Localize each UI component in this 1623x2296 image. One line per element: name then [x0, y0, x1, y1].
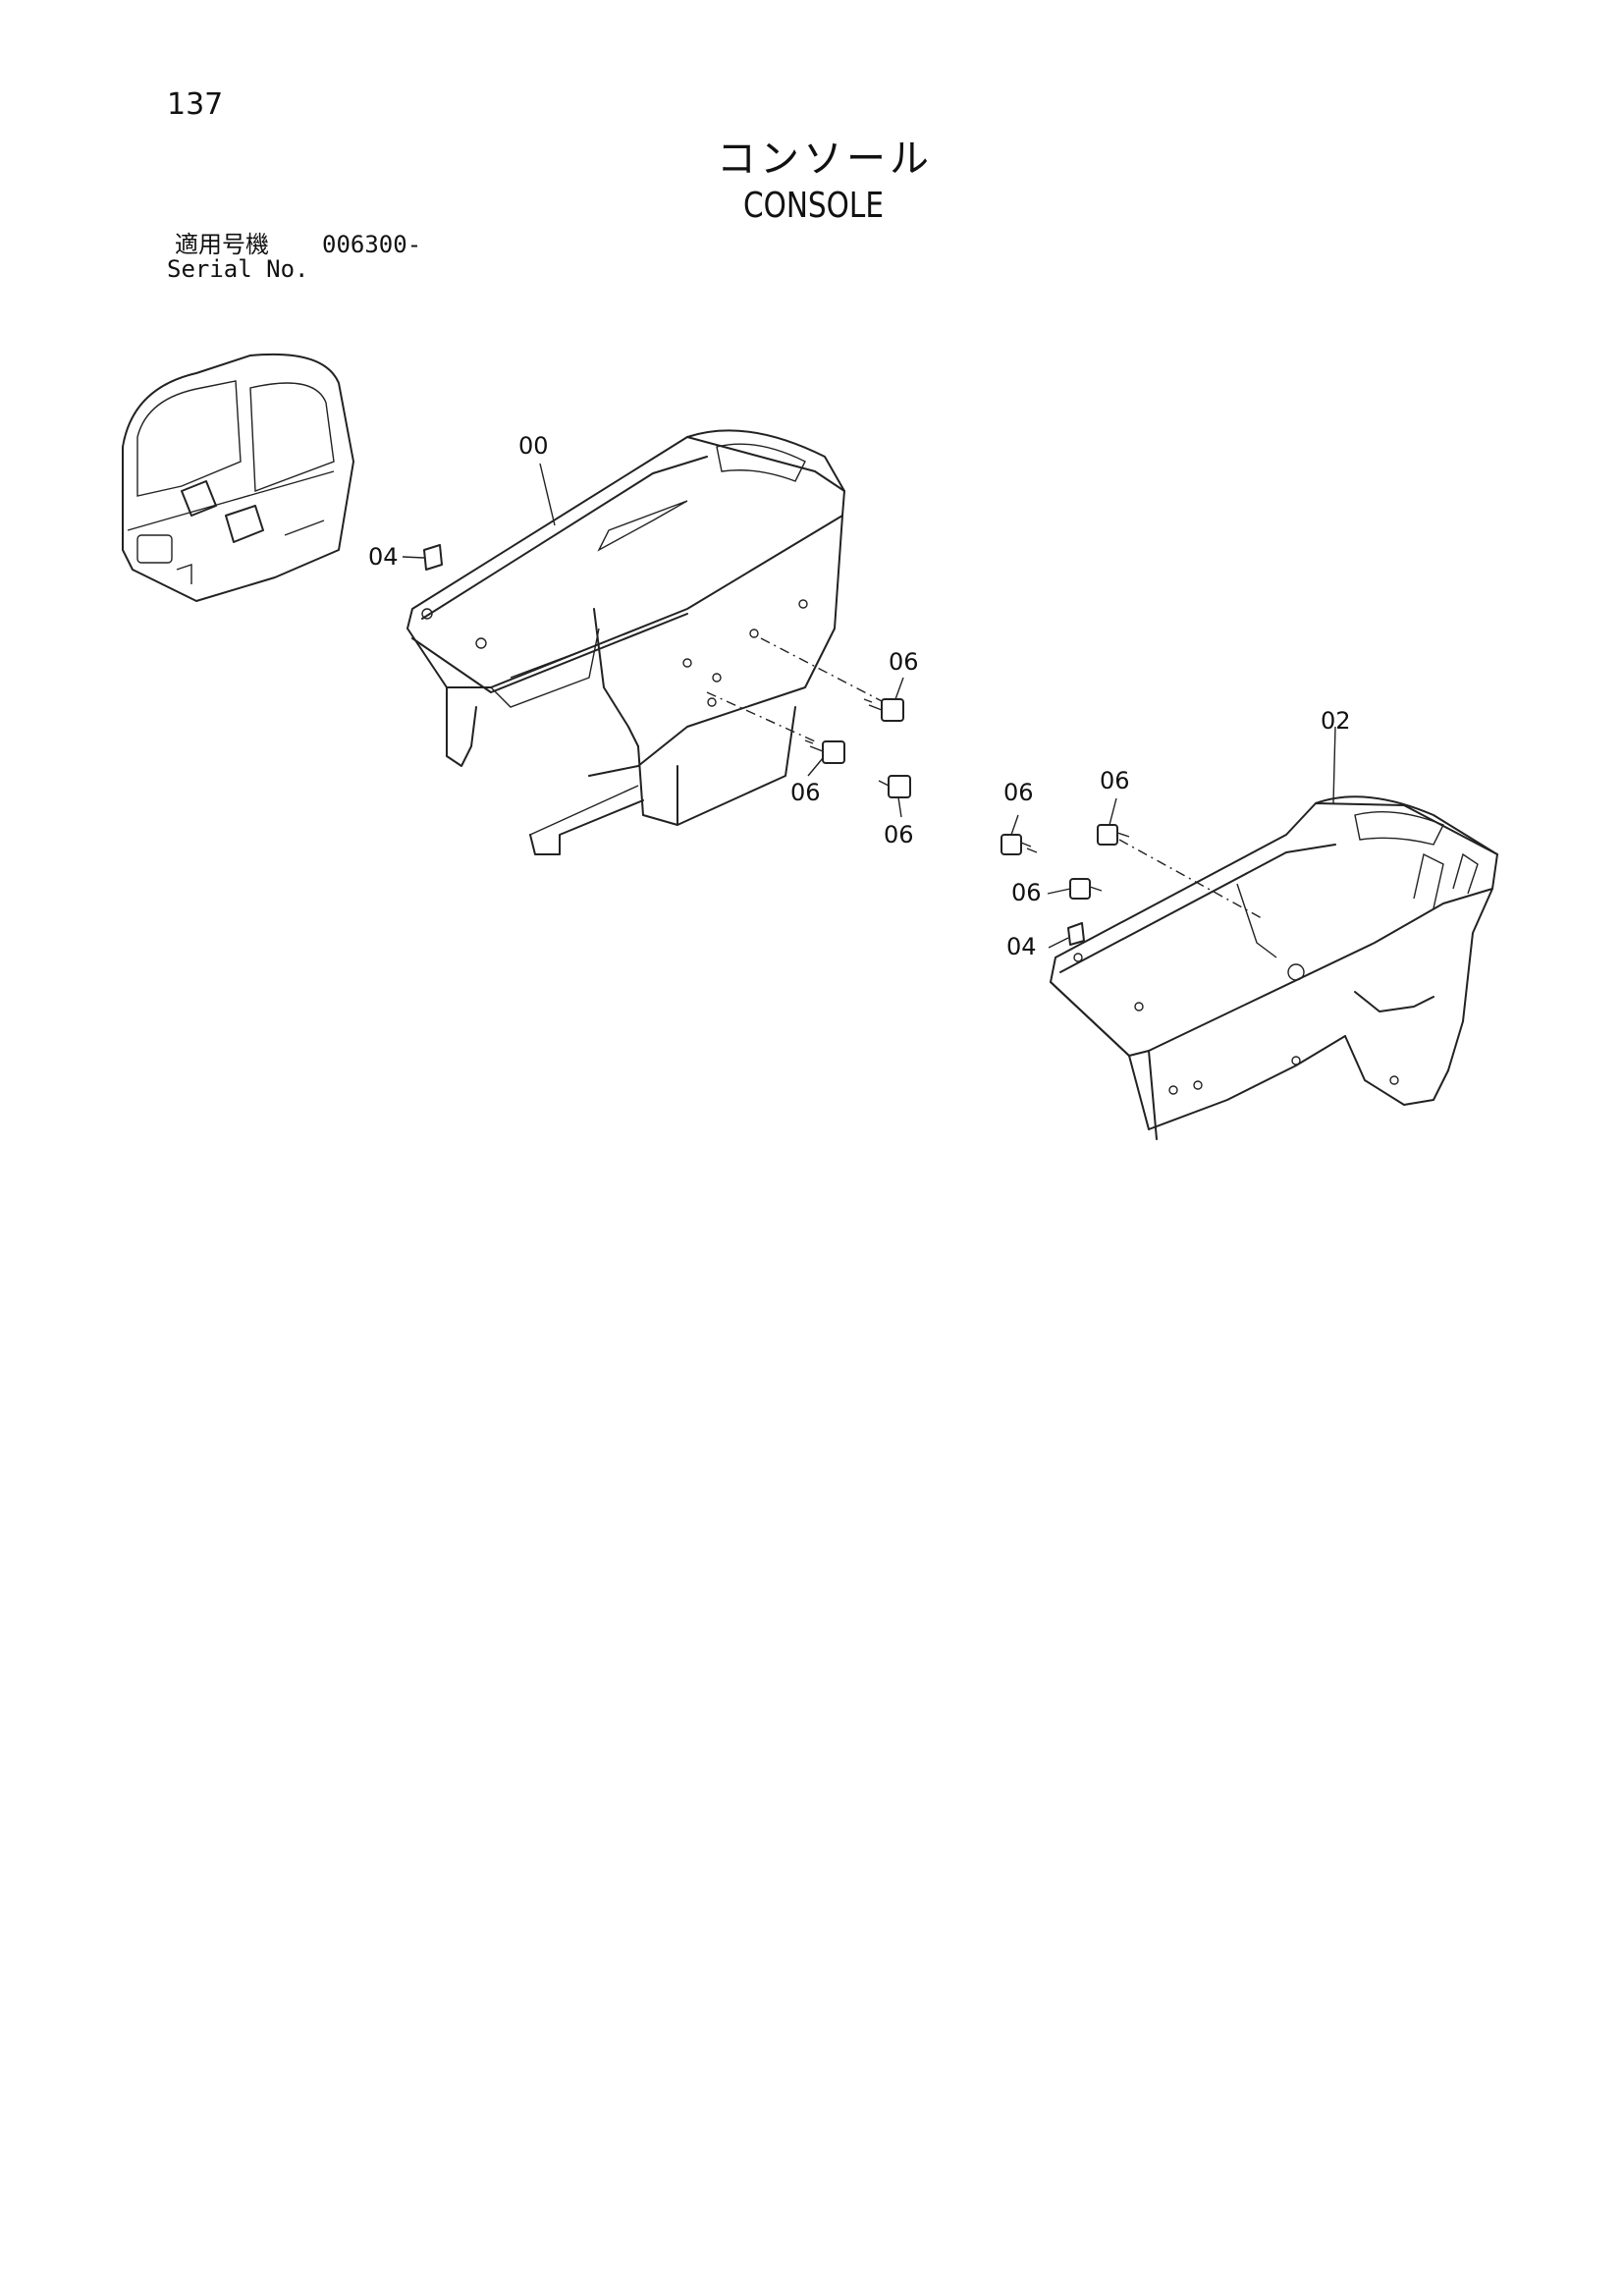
callout-02: 02: [1321, 707, 1351, 735]
console-02-illustration: [1050, 795, 1498, 1140]
callout-00: 00: [518, 432, 549, 460]
callout-04-right: 04: [1006, 933, 1037, 960]
parts-diagram: 00 04 06 06 06 02 06 06 06 04: [122, 353, 1498, 1140]
cab-locator-illustration: [122, 353, 354, 602]
callout-06-right-middle: 06: [1011, 879, 1042, 906]
serial-label-english: Serial No.: [167, 255, 309, 283]
page-number: 137: [167, 87, 224, 122]
bolt-06-group-right: [1001, 824, 1130, 900]
clip-04-right: [1067, 922, 1085, 946]
callout-06-right-upper: 06: [1100, 767, 1130, 794]
callout-06-right-left: 06: [1003, 779, 1034, 806]
clip-04-left: [423, 544, 443, 571]
callout-06-left-lower: 06: [884, 821, 914, 848]
leader-lines: [402, 463, 1336, 949]
page-title-english: CONSOLE: [743, 186, 885, 226]
bolt-06-group-left: [804, 698, 911, 798]
callout-06-left-middle: 06: [790, 779, 821, 806]
page-title-japanese: コンソール: [717, 137, 933, 182]
callout-06-left-upper: 06: [889, 648, 919, 676]
serial-number-value: 006300-: [322, 231, 422, 258]
console-00-illustration: [406, 429, 885, 855]
callout-04-left: 04: [368, 543, 399, 571]
serial-label-japanese: 適用号機: [175, 231, 269, 258]
